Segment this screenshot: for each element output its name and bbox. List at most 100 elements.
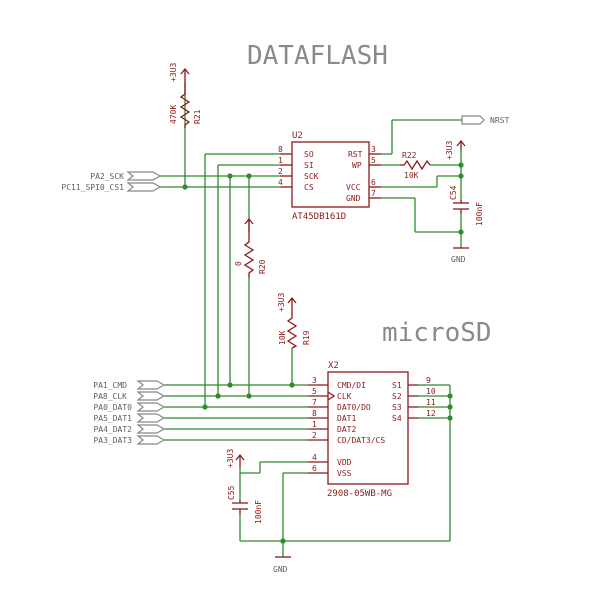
power-3v3-r21: +3U3 — [169, 63, 190, 90]
junction — [458, 173, 464, 179]
junctions — [182, 162, 464, 544]
u2-pin-num: 6 — [371, 178, 376, 187]
ground-symbol-c54: GND — [451, 247, 469, 264]
x2-pin-name: VSS — [337, 469, 352, 478]
port-pa2-sck: PA2_SCK — [90, 171, 162, 181]
port-label: PA8_CLK — [93, 392, 127, 401]
resistor-r20: 0 R20 — [234, 232, 267, 278]
x2-microsd-socket: X2 2908-05WB-MG 3 5 7 8 1 2 4 6 CMD/DI C… — [308, 361, 436, 499]
x2-pin-num: 1 — [312, 420, 317, 429]
r21-value: 470K — [169, 105, 178, 124]
port-label: PA2_SCK — [90, 172, 124, 181]
junction — [447, 415, 453, 421]
junction — [289, 382, 295, 388]
capacitor-c55: C55 100nF — [227, 485, 263, 524]
u2-pin-num: 7 — [371, 189, 376, 198]
power-3v3-r19: +3U3 — [277, 293, 297, 312]
x2-pin-name: S4 — [392, 414, 402, 423]
port-nrst: NRST — [461, 115, 509, 125]
port-pa8-clk: PA8_CLK — [93, 391, 166, 401]
port-pc11-spi0-cs1: PC11_SPI0_CS1 — [61, 182, 162, 192]
r22-value: 10K — [404, 171, 419, 180]
power-label: +3U3 — [277, 293, 286, 312]
u2-part: AT45DB161D — [292, 212, 346, 222]
port-label: NRST — [490, 116, 509, 125]
resistor-r22: R22 10K — [400, 151, 431, 180]
x2-part: 2908-05WB-MG — [327, 489, 392, 499]
power-label: +3U3 — [445, 141, 454, 160]
gnd-label: GND — [273, 565, 288, 574]
port-label: PA1_CMD — [93, 381, 127, 390]
u2-pin-name: GND — [346, 194, 361, 203]
microsd-title: microSD — [382, 318, 492, 348]
r20-name: R20 — [258, 259, 267, 274]
junction — [182, 184, 188, 190]
gnd-label: GND — [451, 255, 466, 264]
r21-name: R21 — [193, 109, 202, 124]
c55-name: C55 — [227, 485, 236, 500]
ground-symbol-x2: GND — [273, 556, 291, 574]
x2-pin-name: CD/DAT3/CS — [337, 436, 385, 445]
x2-pin-num: 6 — [312, 464, 317, 473]
x2-pin-num: 12 — [426, 409, 436, 418]
port-pa3-dat3: PA3_DAT3 — [93, 435, 166, 445]
power-3v3-c54: +3U3 — [445, 139, 466, 160]
junction — [246, 393, 252, 399]
c54-value: 100nF — [475, 202, 484, 226]
u2-pin-name: SCK — [304, 172, 319, 181]
port-pa0-dat0: PA0_DAT0 — [93, 402, 166, 412]
x2-pin-num: 7 — [312, 398, 317, 407]
u2-pin-num: 5 — [371, 156, 376, 165]
capacitor-c54: C54 100nF — [449, 185, 484, 226]
r22-name: R22 — [402, 151, 417, 160]
u2-pin-name: SO — [304, 150, 314, 159]
u2-pin-num: 4 — [278, 178, 283, 187]
r19-value: 10K — [278, 330, 287, 345]
port-label: PA4_DAT2 — [93, 425, 132, 434]
junction — [246, 173, 252, 179]
port-label: PA5_DAT1 — [93, 414, 132, 423]
x2-pin-name: S1 — [392, 381, 402, 390]
x2-pin-num: 10 — [426, 387, 436, 396]
port-pa1-cmd: PA1_CMD — [93, 380, 166, 390]
c55-value: 100nF — [254, 500, 263, 524]
power-3v3-r20 — [244, 217, 254, 232]
x2-pin-num: 11 — [426, 398, 436, 407]
x2-pin-num: 5 — [312, 387, 317, 396]
junction — [447, 393, 453, 399]
x2-pin-name: DAT2 — [337, 425, 356, 434]
junction — [227, 382, 233, 388]
port-label: PA3_DAT3 — [93, 436, 132, 445]
x2-pin-name: DAT0/DO — [337, 403, 371, 412]
c54-name: C54 — [449, 185, 458, 200]
x2-pin-name: S3 — [392, 403, 402, 412]
junction — [227, 173, 233, 179]
x2-pin-num: 4 — [312, 453, 317, 462]
junction — [447, 404, 453, 410]
x2-pin-num: 3 — [312, 376, 317, 385]
junction — [215, 393, 221, 399]
dataflash-title: DATAFLASH — [247, 41, 388, 71]
power-3v3-c55: +3U3 — [226, 449, 245, 468]
r20-value: 0 — [234, 261, 243, 266]
u2-pin-name: VCC — [346, 183, 361, 192]
port-label: PC11_SPI0_CS1 — [61, 183, 124, 192]
power-label: +3U3 — [169, 63, 178, 82]
junction — [458, 162, 464, 168]
u2-pin-name: WP — [352, 161, 362, 170]
x2-pin-num: 8 — [312, 409, 317, 418]
power-label: +3U3 — [226, 449, 235, 468]
u2-pin-num: 8 — [278, 145, 283, 154]
u2-pin-name: RST — [348, 150, 363, 159]
junction — [202, 404, 208, 410]
u2-pin-name: SI — [304, 161, 314, 170]
r19-name: R19 — [302, 330, 311, 345]
u2-dataflash: U2 AT45DB161D 8 1 2 4 SO SI SCK CS 3 5 6… — [278, 131, 381, 222]
x2-pin-name: CLK — [337, 392, 352, 401]
junction — [280, 538, 286, 544]
resistor-r19: 10K R19 — [278, 312, 311, 349]
x2-pin-name: CMD/DI — [337, 381, 366, 390]
u2-pin-num: 3 — [371, 145, 376, 154]
x2-pin-num: 2 — [312, 431, 317, 440]
